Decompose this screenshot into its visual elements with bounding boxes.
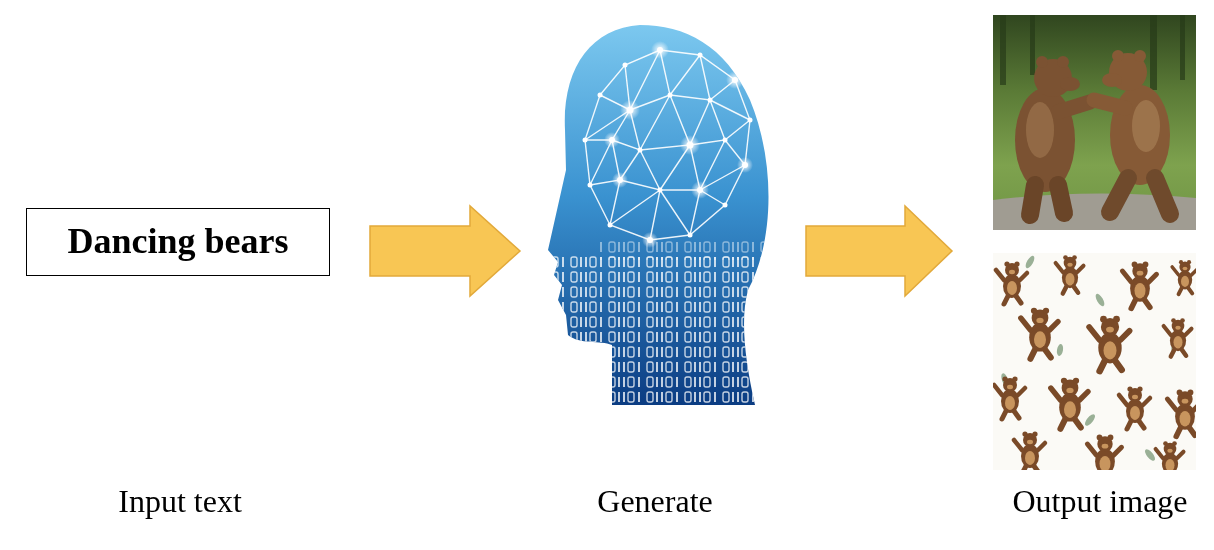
input-text-box: Dancing bears bbox=[26, 208, 330, 276]
flow-arrow bbox=[806, 206, 952, 296]
bear-photo bbox=[993, 15, 1196, 230]
node-text: Dancing bears bbox=[67, 222, 288, 262]
flow-arrow bbox=[370, 206, 520, 296]
column-caption: Input text bbox=[118, 484, 242, 519]
column-caption: Output image bbox=[1012, 484, 1187, 519]
ai-head-icon bbox=[545, 25, 775, 410]
bear-pattern bbox=[993, 253, 1196, 470]
column-caption: Generate bbox=[597, 484, 712, 519]
